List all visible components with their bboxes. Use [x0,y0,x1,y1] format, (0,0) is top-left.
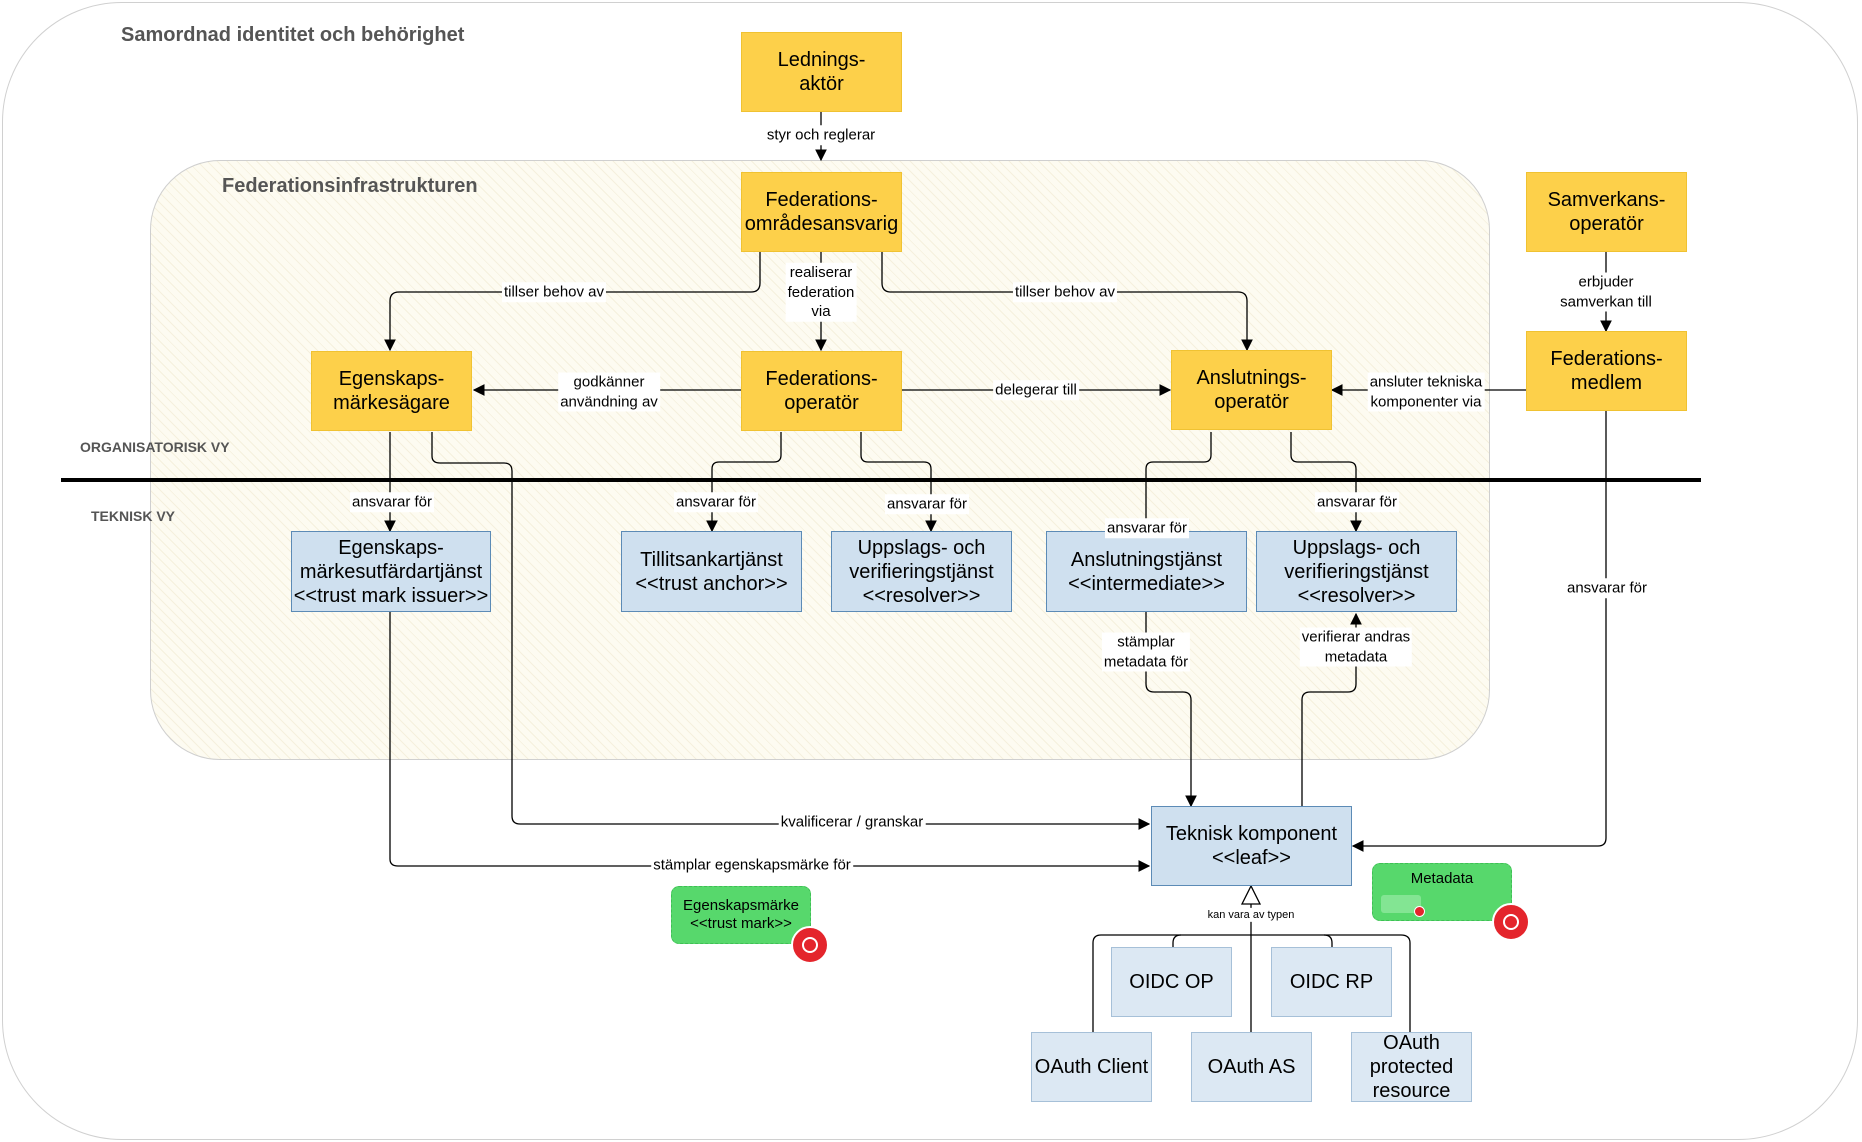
node-trust-anchor[interactable]: Tillitsankartjänst <<trust anchor>> [621,531,802,612]
node-trust-mark-issuer[interactable]: Egenskaps- märkesutfärdartjänst <<trust … [291,531,491,612]
node-intermediate[interactable]: Anslutningstjänst <<intermediate>> [1046,531,1247,612]
metadata-seal-dot-icon [1414,906,1425,917]
edge-kvalificerar [431,432,1151,830]
label-stamplar-egen: stämplar egenskapsmärke för [651,855,853,875]
edge-stamplar-egen [389,612,1151,872]
node-oauth-client[interactable]: OAuth Client [1031,1032,1152,1102]
technical-view-label: TEKNISK VY [91,508,176,524]
diagram-title: Samordnad identitet och behörighet [121,24,465,46]
node-oidc-op[interactable]: OIDC OP [1111,947,1232,1017]
node-resolver-1[interactable]: Uppslags- och verifieringstjänst <<resol… [831,531,1012,612]
node-oidc-rp[interactable]: OIDC RP [1271,947,1392,1017]
edge-verifierar [1301,612,1362,806]
label-kvalificerar: kvalificerar / granskar [778,812,926,832]
label-verifierar: verifierar andras metadata [1299,627,1413,667]
label-delegerar: delegerar till [993,380,1079,400]
node-samverkansoperator[interactable]: Samverkans- operatör [1526,172,1687,252]
artifact-metadata[interactable]: Metadata [1372,863,1512,921]
node-ledningsaktor[interactable]: Lednings- aktör [741,32,902,112]
node-resolver-2[interactable]: Uppslags- och verifieringstjänst <<resol… [1256,531,1457,612]
edge-ansvarar-5 [1290,432,1362,533]
inheritance-triangle-icon [1240,884,1262,905]
edge-ansvarar-3 [860,432,937,533]
label-styr: styr och reglerar [764,125,878,145]
label-ansvarar-6: ansvarar för [1564,578,1650,598]
edge-ansvarar-4 [1140,432,1212,533]
node-federationsoperator[interactable]: Federations- operatör [741,351,902,431]
label-godkanner: godkänner användning av [558,372,660,412]
node-federationsomradesansvarig[interactable]: Federations- områdesansvarig [741,172,902,252]
label-tillser-right: tillser behov av [1012,282,1118,302]
view-divider [61,478,1701,482]
node-teknisk-komponent[interactable]: Teknisk komponent <<leaf>> [1151,806,1352,886]
edge-stamplar-metadata [1145,612,1197,808]
edge-ansvarar-6 [1351,411,1607,852]
label-ansvarar-1: ansvarar för [349,492,435,512]
node-oauth-protected-resource[interactable]: OAuth protected resource [1351,1032,1472,1102]
label-kan-vara: kan vara av typen [1205,907,1297,923]
federation-area-title: Federationsinfrastrukturen [222,175,478,197]
label-ansluter: ansluter tekniska komponenter via [1367,372,1485,412]
node-anslutningsoperator[interactable]: Anslutnings- operatör [1171,350,1332,430]
federation-area [150,160,1490,760]
node-federationsmedlem[interactable]: Federations- medlem [1526,331,1687,411]
label-ansvarar-5: ansvarar för [1314,492,1400,512]
artifact-trust-mark[interactable]: Egenskapsmärke <<trust mark>> [671,886,811,944]
node-egenskapsmarkesagare[interactable]: Egenskaps- märkesägare [311,351,472,431]
seal-icon [791,926,829,964]
label-ansvarar-3: ansvarar för [884,494,970,514]
label-ansvarar-4: ansvarar för [1104,518,1190,538]
label-tillser-left: tillser behov av [501,282,607,302]
edge-ansvarar-2 [706,432,782,533]
label-ansvarar-2: ansvarar för [673,492,759,512]
label-erbjuder: erbjuder samverkan till [1558,272,1654,312]
node-oauth-as[interactable]: OAuth AS [1191,1032,1312,1102]
label-realiserar: realiserar federation via [785,262,857,322]
seal-icon [1492,903,1530,941]
label-stamplar-metadata: stämplar metadata för [1101,632,1191,672]
organisational-view-label: ORGANISATORISK VY [80,439,230,455]
metadata-document-icon [1381,895,1421,913]
